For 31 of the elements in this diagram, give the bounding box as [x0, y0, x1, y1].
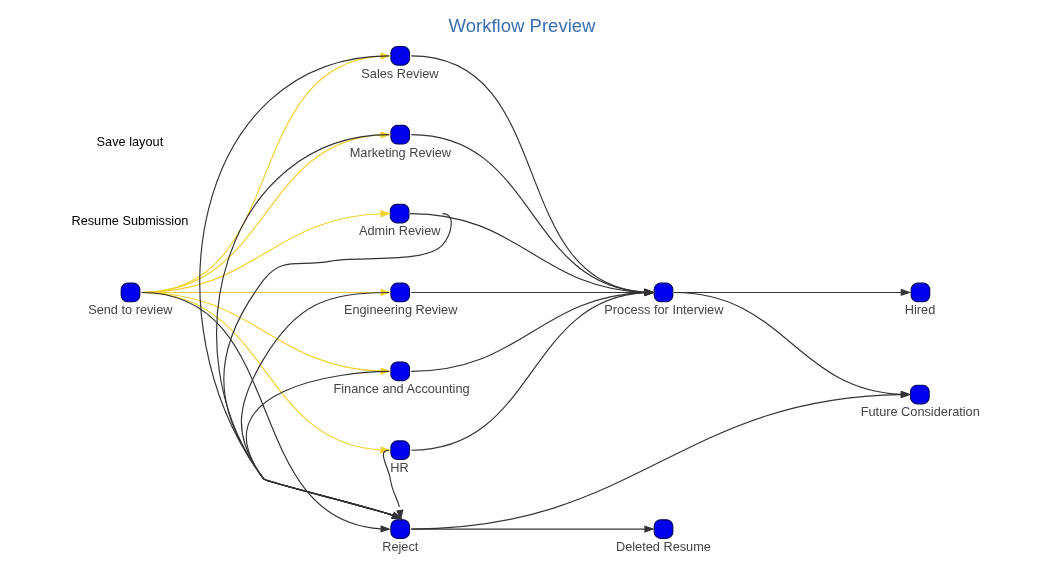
arrow	[672, 291, 911, 398]
arrow	[410, 390, 911, 530]
node-label: Send to review	[87, 302, 172, 318]
arrow	[410, 288, 655, 372]
arrow	[240, 291, 402, 520]
node-label: Finance and Accounting	[333, 381, 470, 397]
arrow	[245, 370, 402, 520]
arrow	[410, 134, 655, 296]
arrow	[222, 213, 452, 520]
arrow	[410, 525, 655, 533]
node-label: HR	[389, 460, 409, 476]
arrow	[199, 55, 402, 520]
arrow	[410, 289, 655, 451]
diagram-title: Workflow Preview	[447, 15, 596, 37]
node-label: Reject	[381, 538, 418, 554]
node-label: Hired	[904, 302, 935, 318]
label: Resume Submission	[70, 212, 188, 228]
node-label: Process for Interview	[603, 302, 723, 318]
node-label: Deleted Resume	[615, 538, 711, 554]
arrow	[410, 288, 655, 297]
arrow	[382, 449, 403, 521]
node-label: Admin Review	[358, 223, 441, 239]
node-label: Sales Review	[360, 65, 439, 81]
node-label: Marketing Review	[349, 144, 451, 160]
label: Save layout	[96, 134, 163, 150]
arrow	[409, 213, 655, 296]
arrow	[215, 134, 402, 520]
arrow	[410, 55, 655, 296]
node-label: Engineering Review	[343, 302, 457, 318]
arrow	[140, 291, 391, 533]
node-label: Future Consideration	[860, 404, 980, 420]
